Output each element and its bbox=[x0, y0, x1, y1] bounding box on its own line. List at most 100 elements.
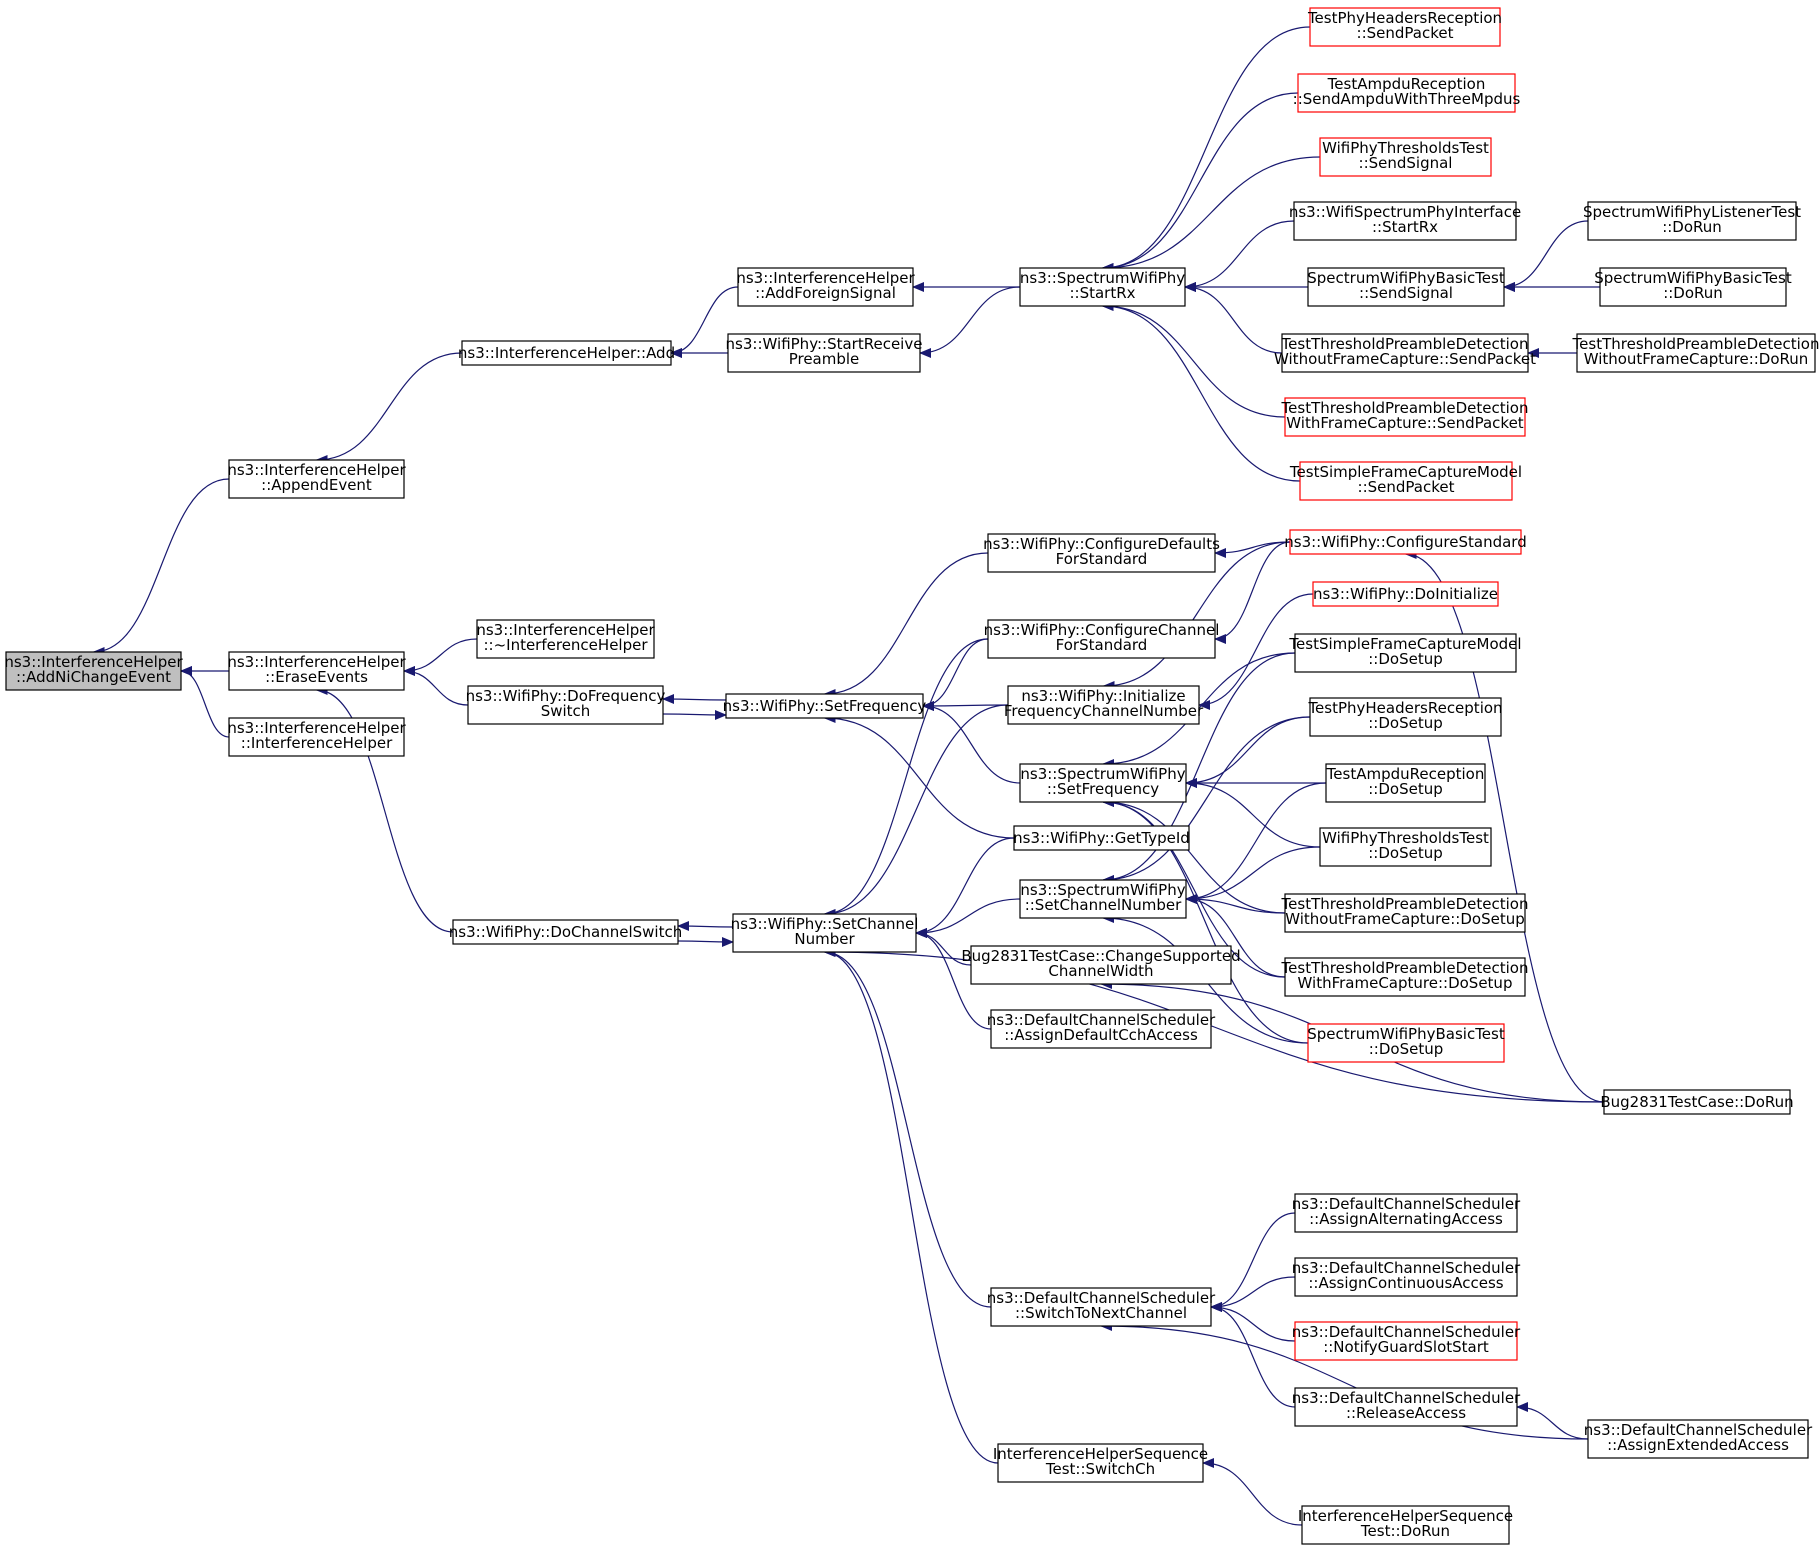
node-tphSetup[interactable]: TestPhyHeadersReception::DoSetup bbox=[1307, 697, 1503, 737]
node-setFreq[interactable]: ns3::WifiPhy::SetFrequency bbox=[723, 693, 927, 719]
edge-tsfcSetup-to-specSetChan bbox=[1102, 652, 1296, 885]
node-specStartRx[interactable]: ns3::SpectrumWifiPhy::StartRx bbox=[1019, 267, 1186, 307]
node-label-line: ns3::WifiPhy::Initialize bbox=[1021, 687, 1185, 705]
node-dtor[interactable]: ns3::InterferenceHelper::~InterferenceHe… bbox=[476, 619, 655, 659]
edge-swplRun-to-swpbSendSignal bbox=[1503, 220, 1589, 292]
node-label-line: TestPhyHeadersReception bbox=[1307, 699, 1502, 717]
node-label-line: ::DoSetup bbox=[1368, 844, 1443, 862]
node-swpbSetup[interactable]: SpectrumWifiPhyBasicTest::DoSetup bbox=[1307, 1023, 1505, 1063]
node-label-line: Bug2831TestCase::DoRun bbox=[1600, 1093, 1793, 1111]
node-label-line: ::DoSetup bbox=[1369, 1040, 1444, 1058]
node-label-line: TestSimpleFrameCaptureModel bbox=[1289, 463, 1522, 481]
node-label-line: ns3::InterferenceHelper bbox=[227, 653, 406, 671]
node-box bbox=[1599, 267, 1787, 307]
node-box bbox=[1294, 1257, 1518, 1297]
node-wptSendSignal[interactable]: WifiPhyThresholdsTest::SendSignal bbox=[1319, 137, 1492, 177]
node-box bbox=[1293, 201, 1517, 241]
node-box bbox=[1294, 1387, 1518, 1427]
node-add[interactable]: ns3::InterferenceHelper::Add bbox=[458, 340, 675, 366]
node-bugChange[interactable]: Bug2831TestCase::ChangeSupportedChannelW… bbox=[961, 945, 1241, 985]
node-label-line: TestAmpduReception bbox=[1326, 765, 1485, 783]
node-ttpdWoRun[interactable]: TestThresholdPreambleDetectionWithoutFra… bbox=[1572, 333, 1819, 373]
node-setChanNum[interactable]: ns3::WifiPhy::SetChannelNumber bbox=[731, 913, 919, 953]
edge-assignCont-to-switchNext bbox=[1210, 1276, 1296, 1312]
edge-assignDefault-to-setChanNum bbox=[915, 928, 992, 1030]
node-ttpdWSetup[interactable]: TestThresholdPreambleDetectionWithFrameC… bbox=[1281, 957, 1529, 997]
node-specSetChan[interactable]: ns3::SpectrumWifiPhy::SetChannelNumber bbox=[1019, 879, 1187, 919]
node-box bbox=[990, 1287, 1212, 1327]
node-addForeign[interactable]: ns3::InterferenceHelper::AddForeignSigna… bbox=[736, 267, 915, 307]
node-wptSetup[interactable]: WifiPhyThresholdsTest::DoSetup bbox=[1319, 827, 1492, 867]
edge-getTypeId-to-setChanNum bbox=[915, 837, 1015, 938]
edge-getTypeId-to-setFreq bbox=[823, 713, 1015, 839]
node-box bbox=[1301, 1505, 1510, 1545]
node-box bbox=[990, 1009, 1212, 1049]
node-initFreqChan[interactable]: ns3::WifiPhy::InitializeFrequencyChannel… bbox=[1004, 685, 1204, 725]
node-box bbox=[1294, 1193, 1518, 1233]
node-label-line: ns3::WifiPhy::DoChannelSwitch bbox=[449, 923, 682, 941]
node-appendEvent[interactable]: ns3::InterferenceHelper::AppendEvent bbox=[227, 459, 406, 499]
node-box bbox=[987, 619, 1216, 659]
node-doInitialize[interactable]: ns3::WifiPhy::DoInitialize bbox=[1312, 581, 1499, 607]
edge-switchHelperRun-to-switchHelperTest bbox=[1202, 1458, 1303, 1526]
node-box bbox=[1019, 763, 1187, 803]
node-assignAlt[interactable]: ns3::DefaultChannelScheduler::AssignAlte… bbox=[1292, 1193, 1521, 1233]
node-ttpdWoSetup[interactable]: TestThresholdPreambleDetectionWithoutFra… bbox=[1281, 893, 1529, 933]
node-box bbox=[461, 340, 672, 366]
node-tsfcSend[interactable]: TestSimpleFrameCaptureModel::SendPacket bbox=[1289, 461, 1522, 501]
edge-ctor-to-root bbox=[180, 666, 230, 738]
node-root[interactable]: ns3::InterferenceHelper::AddNiChangeEven… bbox=[4, 651, 183, 691]
node-box bbox=[1603, 1089, 1791, 1115]
node-label-line: ::AddNiChangeEvent bbox=[16, 668, 171, 686]
node-switchNext[interactable]: ns3::DefaultChannelScheduler::SwitchToNe… bbox=[987, 1287, 1216, 1327]
node-label-line: TestThresholdPreambleDetection bbox=[1281, 399, 1529, 417]
node-wspiStartRx[interactable]: ns3::WifiSpectrumPhyInterface::StartRx bbox=[1289, 201, 1521, 241]
node-cfgChannel[interactable]: ns3::WifiPhy::ConfigureChannelForStandar… bbox=[984, 619, 1220, 659]
node-label-line: ::SwitchToNextChannel bbox=[1015, 1304, 1187, 1322]
node-label-line: ::StartRx bbox=[1069, 284, 1135, 302]
node-label-line: ForStandard bbox=[1056, 550, 1148, 568]
node-tphSendPacket[interactable]: TestPhyHeadersReception::SendPacket bbox=[1307, 7, 1502, 47]
node-label-line: ::SendPacket bbox=[1358, 478, 1455, 496]
node-box bbox=[1294, 1321, 1518, 1361]
node-releaseAccess[interactable]: ns3::DefaultChannelScheduler::ReleaseAcc… bbox=[1292, 1387, 1521, 1427]
node-label-line: TestThresholdPreambleDetection bbox=[1281, 895, 1529, 913]
node-notifyGuard[interactable]: ns3::DefaultChannelScheduler::NotifyGuar… bbox=[1292, 1321, 1521, 1361]
node-box bbox=[467, 685, 664, 725]
node-tarSendAmpdu[interactable]: TestAmpduReception::SendAmpduWithThreeMp… bbox=[1293, 73, 1521, 113]
edge-wptSendSignal-to-specStartRx bbox=[1101, 156, 1321, 273]
node-assignExt[interactable]: ns3::DefaultChannelScheduler::AssignExte… bbox=[1584, 1419, 1813, 1459]
edge-assignExt-to-releaseAccess bbox=[1516, 1402, 1589, 1440]
node-label-line: ns3::DefaultChannelScheduler bbox=[1292, 1259, 1521, 1277]
node-label-line: WithoutFrameCapture::SendPacket bbox=[1274, 350, 1536, 368]
node-ttpdWoSend[interactable]: TestThresholdPreambleDetectionWithoutFra… bbox=[1274, 333, 1536, 373]
node-specSetFreq[interactable]: ns3::SpectrumWifiPhy::SetFrequency bbox=[1019, 763, 1187, 803]
node-ttpdWSend[interactable]: TestThresholdPreambleDetectionWithFrameC… bbox=[1281, 397, 1529, 437]
edge-initFreqChan-to-setFreq bbox=[922, 700, 1009, 711]
edge-ttpdWoSetup-to-specSetChan bbox=[1185, 894, 1286, 914]
node-label-line: ::EraseEvents bbox=[265, 668, 368, 686]
node-tsfcSetup[interactable]: TestSimpleFrameCaptureModel::DoSetup bbox=[1288, 633, 1522, 673]
node-label-line: TestAmpduReception bbox=[1327, 75, 1486, 93]
node-doChanSwitch[interactable]: ns3::WifiPhy::DoChannelSwitch bbox=[449, 919, 682, 945]
node-eraseEvents[interactable]: ns3::InterferenceHelper::EraseEvents bbox=[227, 651, 406, 691]
node-getTypeId[interactable]: ns3::WifiPhy::GetTypeId bbox=[1013, 825, 1190, 851]
node-tarSetup[interactable]: TestAmpduReception::DoSetup bbox=[1325, 763, 1486, 803]
node-label-line: ::AssignDefaultCchAccess bbox=[1004, 1026, 1198, 1044]
node-label-line: ns3::WifiPhy::GetTypeId bbox=[1013, 829, 1190, 847]
node-swplRun[interactable]: SpectrumWifiPhyListenerTest::DoRun bbox=[1583, 201, 1801, 241]
node-assignDefault[interactable]: ns3::DefaultChannelScheduler::AssignDefa… bbox=[987, 1009, 1216, 1049]
node-cfgStandard[interactable]: ns3::WifiPhy::ConfigureStandard bbox=[1284, 529, 1527, 555]
node-cfgDefaults[interactable]: ns3::WifiPhy::ConfigureDefaultsForStanda… bbox=[983, 533, 1220, 573]
edge-switchNext-to-setChanNum bbox=[823, 947, 992, 1308]
node-bugRun[interactable]: Bug2831TestCase::DoRun bbox=[1600, 1089, 1794, 1115]
node-swpbSendSignal[interactable]: SpectrumWifiPhyBasicTest::SendSignal bbox=[1307, 267, 1505, 307]
node-swpbRun[interactable]: SpectrumWifiPhyBasicTest::DoRun bbox=[1594, 267, 1792, 307]
node-box bbox=[1019, 267, 1186, 307]
node-ctor[interactable]: ns3::InterferenceHelper::InterferenceHel… bbox=[227, 717, 406, 757]
node-assignCont[interactable]: ns3::DefaultChannelScheduler::AssignCont… bbox=[1292, 1257, 1521, 1297]
